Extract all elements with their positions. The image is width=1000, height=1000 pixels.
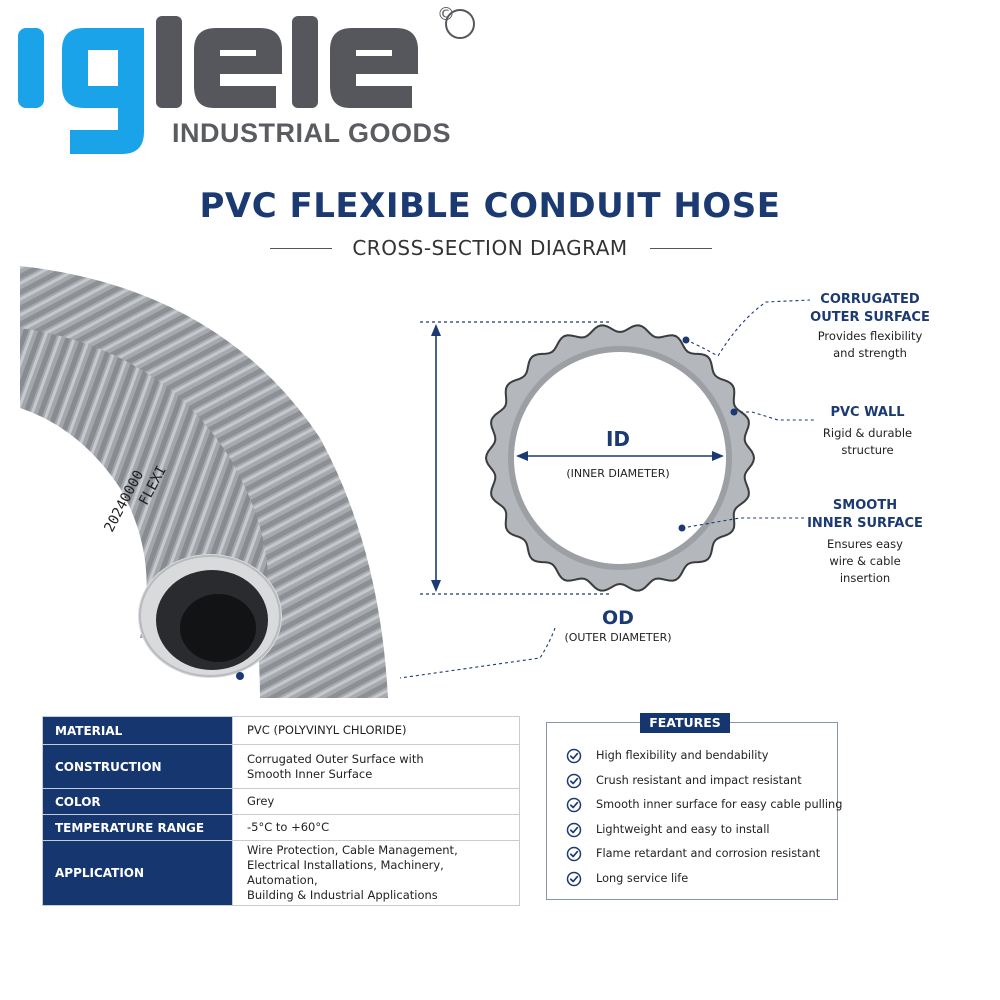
- callout-smooth-inner-title: SMOOTH INNER SURFACE: [807, 498, 923, 531]
- spec-row-construction: CONSTRUCTION Corrugated Outer Surface wi…: [42, 744, 520, 789]
- page-title: PVC FLEXIBLE CONDUIT HOSE: [199, 186, 781, 226]
- od-sublabel: (OUTER DIAMETER): [564, 631, 671, 644]
- feature-text: Long service life: [596, 871, 689, 885]
- feature-item: Crush resistant and impact resistant: [566, 773, 802, 789]
- check-circle-icon: [566, 797, 582, 813]
- brand-tagline: INDUSTRIAL GOODS: [172, 118, 452, 148]
- spec-row-color: COLOR Grey: [42, 788, 520, 815]
- feature-text: Smooth inner surface for easy cable pull…: [596, 798, 843, 811]
- hose-photo: 20240000 FLEXI: [20, 266, 388, 698]
- check-circle-icon: [566, 822, 582, 837]
- check-circle-icon: [566, 748, 582, 764]
- feature-item: Long service life: [566, 871, 688, 887]
- spec-value: -5°C to +60°C: [232, 814, 520, 841]
- spec-row-temperature: TEMPERATURE RANGE -5°C to +60°C: [42, 814, 520, 841]
- check-circle-icon: [566, 846, 582, 862]
- features-heading: FEATURES: [640, 713, 730, 733]
- page-subtitle: CROSS-SECTION DIAGRAM: [352, 236, 628, 260]
- spec-key: TEMPERATURE RANGE: [42, 814, 233, 841]
- subtitle-rule-left: [270, 248, 332, 249]
- spec-key: APPLICATION: [42, 840, 233, 906]
- od-label: OD: [602, 607, 634, 629]
- spec-value: Wire Protection, Cable Management,Electr…: [232, 840, 520, 906]
- callout-pvc-wall-desc: Rigid & durable structure: [822, 426, 913, 457]
- spec-key: CONSTRUCTION: [42, 744, 233, 789]
- feature-text: Crush resistant and impact resistant: [596, 773, 802, 787]
- id-label: ID: [606, 427, 630, 451]
- brand-logo: [18, 9, 475, 154]
- callout-pvc-wall-title: PVC WALL: [830, 405, 905, 420]
- check-circle-icon: [566, 871, 582, 886]
- cross-section-diagram: ID (INNER DIAMETER) OD (OUTER DIAMETER): [400, 299, 816, 679]
- feature-text: Flame retardant and corrosion resistant: [596, 847, 821, 860]
- id-sublabel: (INNER DIAMETER): [566, 467, 669, 480]
- check-circle-icon: [566, 773, 582, 788]
- copyright-mark: ©: [437, 4, 455, 25]
- feature-item: Flame retardant and corrosion resistant: [566, 846, 820, 862]
- callout-corrugated-desc: Provides flexibility and strength: [817, 329, 923, 360]
- spec-key: COLOR: [42, 788, 233, 815]
- subtitle-rule-right: [650, 248, 712, 249]
- spec-value: PVC (POLYVINYL CHLORIDE): [232, 716, 520, 745]
- feature-item: Smooth inner surface for easy cable pull…: [566, 797, 842, 813]
- spec-value: Grey: [232, 788, 520, 815]
- spec-table: MATERIAL PVC (POLYVINYL CHLORIDE) CONSTR…: [42, 716, 520, 906]
- feature-item: High flexibility and bendability: [566, 748, 768, 764]
- feature-item: Lightweight and easy to install: [566, 822, 770, 838]
- spec-row-material: MATERIAL PVC (POLYVINYL CHLORIDE): [42, 716, 520, 745]
- spec-key: MATERIAL: [42, 716, 233, 745]
- feature-text: High flexibility and bendability: [596, 749, 769, 762]
- callout-smooth-inner-desc: Ensures easy wire & cable insertion: [827, 537, 903, 585]
- spec-row-application: APPLICATION Wire Protection, Cable Manag…: [42, 840, 520, 906]
- callout-corrugated-title: CORRUGATED OUTER SURFACE: [810, 292, 930, 325]
- feature-text: Lightweight and easy to install: [596, 822, 770, 836]
